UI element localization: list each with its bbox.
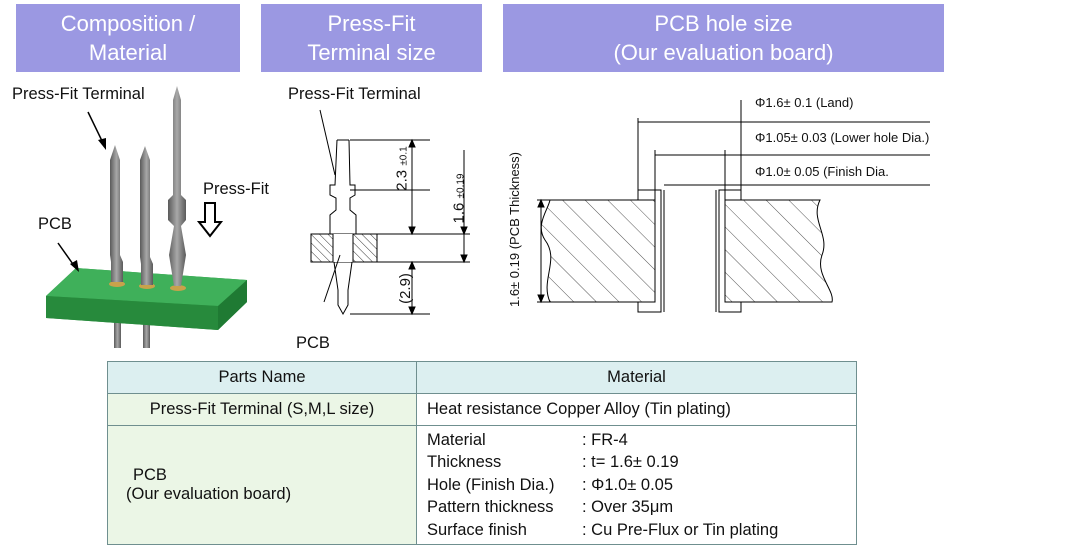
- label-pcb-mid: PCB: [296, 334, 330, 352]
- cell-part-terminal: Press-Fit Terminal (S,M,L size): [107, 393, 417, 426]
- label-press-fit: Press-Fit: [203, 180, 269, 198]
- header-composition-line2: Material: [88, 40, 168, 65]
- label-finish-dia: Φ1.0± 0.05 (Finish Dia.: [755, 164, 889, 179]
- dim-1-6-tol: ±0.19: [455, 173, 467, 199]
- cell-part-pcb-line1: PCB: [133, 466, 167, 484]
- terminal-size-drawing: [310, 109, 470, 316]
- col-material: Material: [416, 361, 857, 394]
- label-land: Φ1.6± 0.1 (Land): [755, 95, 854, 110]
- header-terminal-line2: Terminal size: [307, 40, 436, 65]
- col-parts-name: Parts Name: [107, 361, 417, 394]
- pcb-hole-drawing: [537, 100, 930, 313]
- dim-2-3-tol: ±0.1: [398, 146, 410, 166]
- spec-value: : Φ1.0± 0.05: [582, 475, 674, 494]
- label-lower-hole: Φ1.05± 0.03 (Lower hole Dia.): [755, 130, 930, 145]
- cell-part-pcb-line2: (Our evaluation board): [126, 485, 292, 503]
- header-pcb-hole: PCB hole size (Our evaluation board): [503, 4, 944, 72]
- table-header-row: Parts Name Material: [107, 361, 857, 394]
- pin-lower-2: [143, 320, 150, 348]
- pcb-spec-list: Material : FR-4 Thickness : t= 1.6± 0.19…: [427, 429, 846, 542]
- spec-value: : Cu Pre-Flux or Tin plating: [582, 520, 779, 539]
- header-composition: Composition / Material: [16, 4, 240, 72]
- dim-2-9: (2.9): [396, 273, 414, 304]
- cell-part-pcb: PCB (Our evaluation board): [107, 425, 417, 545]
- spec-key: Thickness: [427, 453, 502, 472]
- table-row: Press-Fit Terminal (S,M,L size) Heat res…: [107, 393, 857, 426]
- dim-1-6-value: 1.6: [450, 202, 468, 224]
- composition-illustration: [46, 86, 247, 348]
- spec-value: : t= 1.6± 0.19: [582, 453, 679, 472]
- spec-key: Surface finish: [427, 520, 527, 539]
- table-row: PCB (Our evaluation board) Material : FR…: [107, 425, 857, 545]
- pin-lower-1: [114, 320, 121, 348]
- cell-material-pcb: Material : FR-4 Thickness : t= 1.6± 0.19…: [416, 425, 857, 545]
- dim-1-6: 1.6 ±0.19: [450, 174, 467, 224]
- dim-2-3: 2.3 ±0.1: [394, 146, 411, 190]
- dim-2-3-value: 2.3: [393, 169, 411, 191]
- pin-3: [168, 86, 186, 286]
- header-pcb-hole-line2: (Our evaluation board): [613, 40, 834, 65]
- header-pcb-hole-line1: PCB hole size: [654, 11, 793, 36]
- label-press-fit-terminal: Press-Fit Terminal: [12, 85, 145, 103]
- cell-material-terminal: Heat resistance Copper Alloy (Tin platin…: [416, 393, 857, 426]
- press-direction-arrow: [196, 202, 224, 238]
- pin-1: [110, 145, 123, 282]
- materials-table: Parts Name Material Press-Fit Terminal (…: [107, 361, 857, 545]
- spec-value: : FR-4: [582, 430, 628, 449]
- label-pcb-thickness: 1.6± 0.19 (PCB Thickness): [507, 151, 523, 308]
- header-terminal-line1: Press-Fit: [327, 11, 416, 36]
- label-terminal-mid: Press-Fit Terminal: [288, 85, 421, 103]
- header-composition-line1: Composition /: [60, 11, 196, 36]
- label-pcb-left: PCB: [38, 215, 72, 233]
- pin-2: [140, 146, 153, 285]
- header-terminal-size: Press-Fit Terminal size: [261, 4, 482, 72]
- spec-key: Pattern thickness: [427, 498, 554, 517]
- pcb-hole-3: [170, 285, 186, 291]
- spec-key: Hole (Finish Dia.): [427, 475, 555, 494]
- pcb-hole-1: [109, 281, 125, 287]
- spec-key: Material: [427, 430, 486, 449]
- spec-value: : Over 35μm: [582, 498, 674, 517]
